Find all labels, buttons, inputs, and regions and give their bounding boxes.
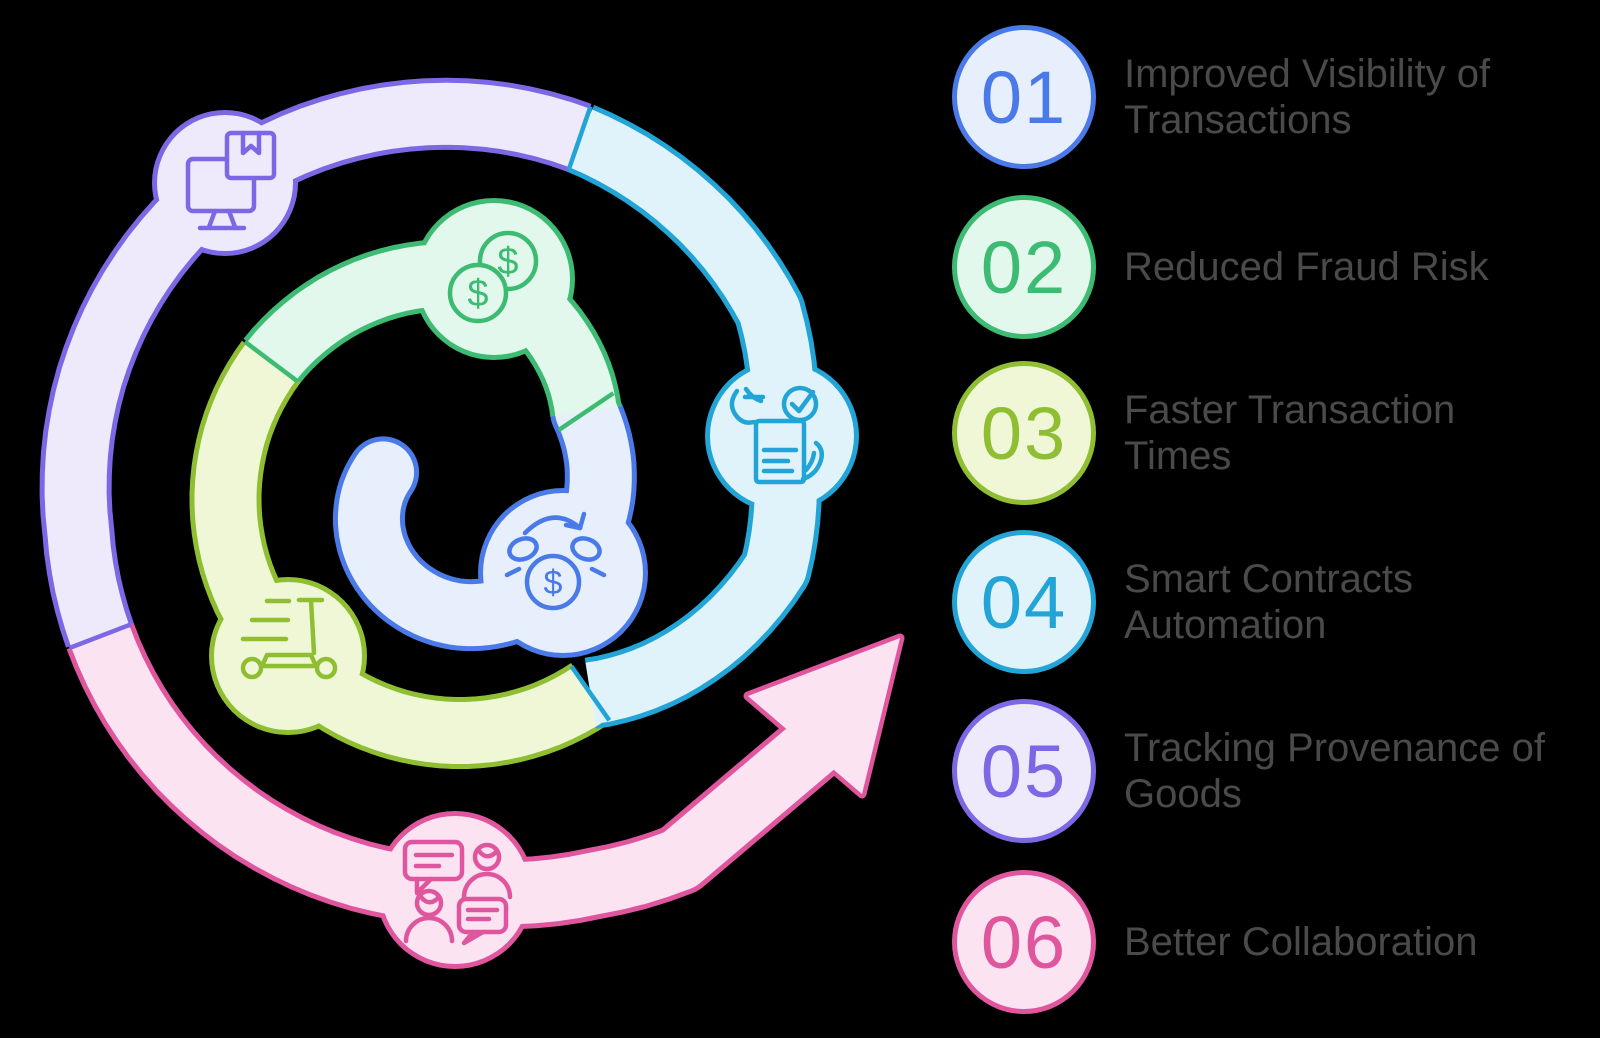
benefit-number-circle: 04 xyxy=(952,530,1096,674)
benefit-number-circle: 05 xyxy=(952,699,1096,843)
segment-boundary-line xyxy=(566,105,593,170)
benefit-item-2: 02 Reduced Fraud Risk xyxy=(952,195,1489,339)
benefit-number: 06 xyxy=(980,900,1068,984)
benefits-list: 01 Improved Visibility of Transactions 0… xyxy=(952,0,1592,1038)
benefit-number-circle: 02 xyxy=(952,195,1096,339)
benefit-item-3: 03 Faster Transaction Times xyxy=(952,361,1564,505)
spiral-diagram: $ $ xyxy=(39,77,905,969)
arrow-head-fill xyxy=(748,638,900,794)
svg-text:$: $ xyxy=(497,241,518,283)
benefit-label: Improved Visibility of Transactions xyxy=(1124,51,1491,142)
segment-boundary-line xyxy=(557,391,615,432)
benefit-number: 01 xyxy=(980,55,1068,139)
spiral-segment-tracking xyxy=(44,82,593,651)
segment-boundary-line xyxy=(569,664,612,722)
benefit-item-4: 04 Smart Contracts Automation xyxy=(952,530,1564,674)
benefit-label: Smart Contracts Automation xyxy=(1124,556,1413,647)
benefit-item-1: 01 Improved Visibility of Transactions xyxy=(952,25,1564,169)
benefit-label: Tracking Provenance of Goods xyxy=(1124,725,1545,816)
computer-package-icon xyxy=(185,130,277,231)
people-chat-icon xyxy=(402,839,513,946)
benefit-number: 03 xyxy=(980,391,1068,475)
benefit-label: Faster Transaction Times xyxy=(1124,387,1456,478)
spiral-segment-collaboration xyxy=(71,623,836,925)
benefit-item-5: 05 Tracking Provenance of Goods xyxy=(952,699,1564,843)
delivery-scooter-icon xyxy=(240,597,338,680)
currency-exchange-icon: $ xyxy=(504,511,607,611)
benefit-number-circle: 03 xyxy=(952,361,1096,505)
benefit-label: Reduced Fraud Risk xyxy=(1124,244,1489,289)
benefit-number-circle: 01 xyxy=(952,25,1096,169)
svg-text:$: $ xyxy=(544,564,563,602)
segment-boundary-line xyxy=(243,339,300,384)
benefit-number-circle: 06 xyxy=(952,870,1096,1014)
document-check-icon xyxy=(729,385,825,485)
benefit-number: 02 xyxy=(980,225,1068,309)
benefit-number: 05 xyxy=(980,729,1068,813)
benefit-number: 04 xyxy=(980,560,1068,644)
benefit-label: Better Collaboration xyxy=(1124,919,1478,964)
benefit-item-6: 06 Better Collaboration xyxy=(952,870,1478,1014)
svg-text:$: $ xyxy=(467,273,488,315)
dollar-coins-icon: $ $ xyxy=(447,230,539,324)
segment-boundary-line xyxy=(68,622,132,651)
